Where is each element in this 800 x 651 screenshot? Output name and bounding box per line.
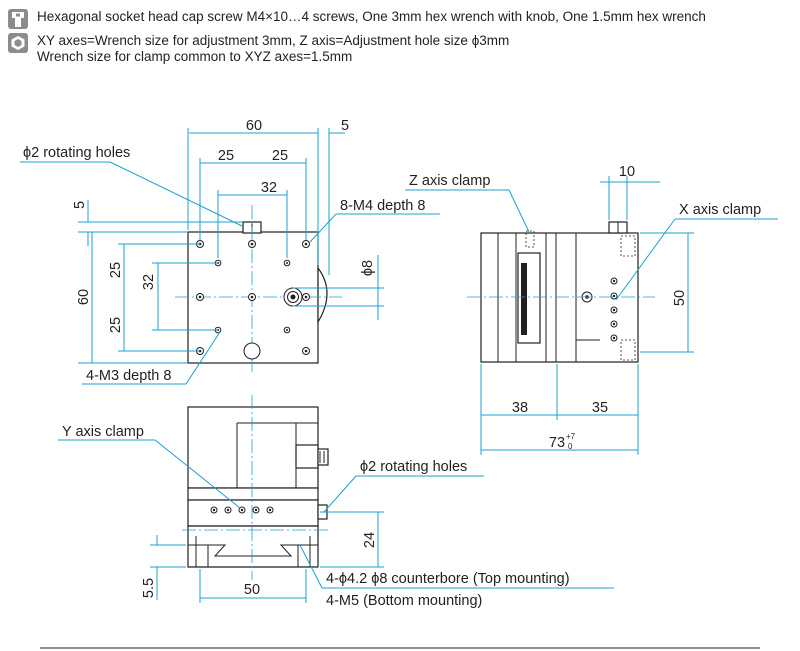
label-bottom-mounting: 4-M5 (Bottom mounting): [326, 593, 482, 609]
dim-73-tol-lower: 0: [568, 442, 573, 451]
header-row-1: Hexagonal socket head cap screw M4×10…4 …: [8, 9, 706, 29]
dim-phi8: ϕ8: [360, 260, 376, 276]
label-x-axis-clamp: X axis clamp: [679, 202, 761, 218]
label-rotating-holes-front: ϕ2 rotating holes: [360, 459, 467, 475]
y-axis-clamp-holes: [210, 506, 274, 514]
adjustment-hole: [243, 342, 261, 360]
label-m3-depth: 4-M3 depth 8: [86, 368, 171, 384]
dim-24: 24: [362, 532, 378, 548]
dim-32-vertical: 32: [141, 274, 157, 290]
header-row-2: XY axes=Wrench size for adjustment 3mm, …: [8, 33, 706, 65]
dim-32-horizontal: 32: [261, 180, 277, 196]
dim-25-v1: 25: [108, 262, 124, 278]
dim-5-right: 5: [341, 118, 349, 134]
dim-25-b: 25: [272, 148, 288, 164]
dim-73-tol-upper: +7: [566, 432, 576, 441]
dim-38: 38: [512, 400, 528, 416]
top-view: 60 5 25 25 32 5 60 25 25: [20, 118, 440, 385]
dim-25-v2: 25: [108, 317, 124, 333]
dim-35: 35: [592, 400, 608, 416]
x-axis-clamp-holes: [610, 277, 618, 342]
label-rotating-holes-top: ϕ2 rotating holes: [23, 145, 130, 161]
front-view: 24 5.5 50 Y axis clamp ϕ2 rotating holes…: [58, 395, 614, 609]
side-view: 10 50 38 35 73 +7 0 Z axis clamp X axis …: [405, 164, 778, 455]
label-z-axis-clamp: Z axis clamp: [409, 173, 490, 189]
dim-60-width: 60: [246, 118, 262, 134]
adjustment-knob: [317, 266, 328, 325]
dim-5-5: 5.5: [141, 578, 157, 598]
dim-5-left: 5: [72, 201, 88, 209]
label-y-axis-clamp: Y axis clamp: [62, 424, 144, 440]
label-m4-depth: 8-M4 depth 8: [340, 198, 425, 214]
dim-50-front: 50: [244, 582, 260, 598]
socket-screw-icon: [8, 9, 28, 29]
dim-60-height: 60: [76, 289, 92, 305]
dim-73: 73: [549, 435, 565, 451]
dim-50: 50: [672, 290, 688, 306]
header-line-1: Hexagonal socket head cap screw M4×10…4 …: [37, 9, 706, 24]
dim-10: 10: [619, 164, 635, 180]
hex-nut-icon: [8, 33, 28, 53]
dim-25-a: 25: [218, 148, 234, 164]
header-line-3: Wrench size for clamp common to XYZ axes…: [37, 49, 353, 64]
header: Hexagonal socket head cap screw M4×10…4 …: [8, 9, 706, 65]
label-top-mounting: 4-ϕ4.2 ϕ8 counterbore (Top mounting): [326, 571, 570, 587]
header-line-2: XY axes=Wrench size for adjustment 3mm, …: [37, 33, 510, 48]
